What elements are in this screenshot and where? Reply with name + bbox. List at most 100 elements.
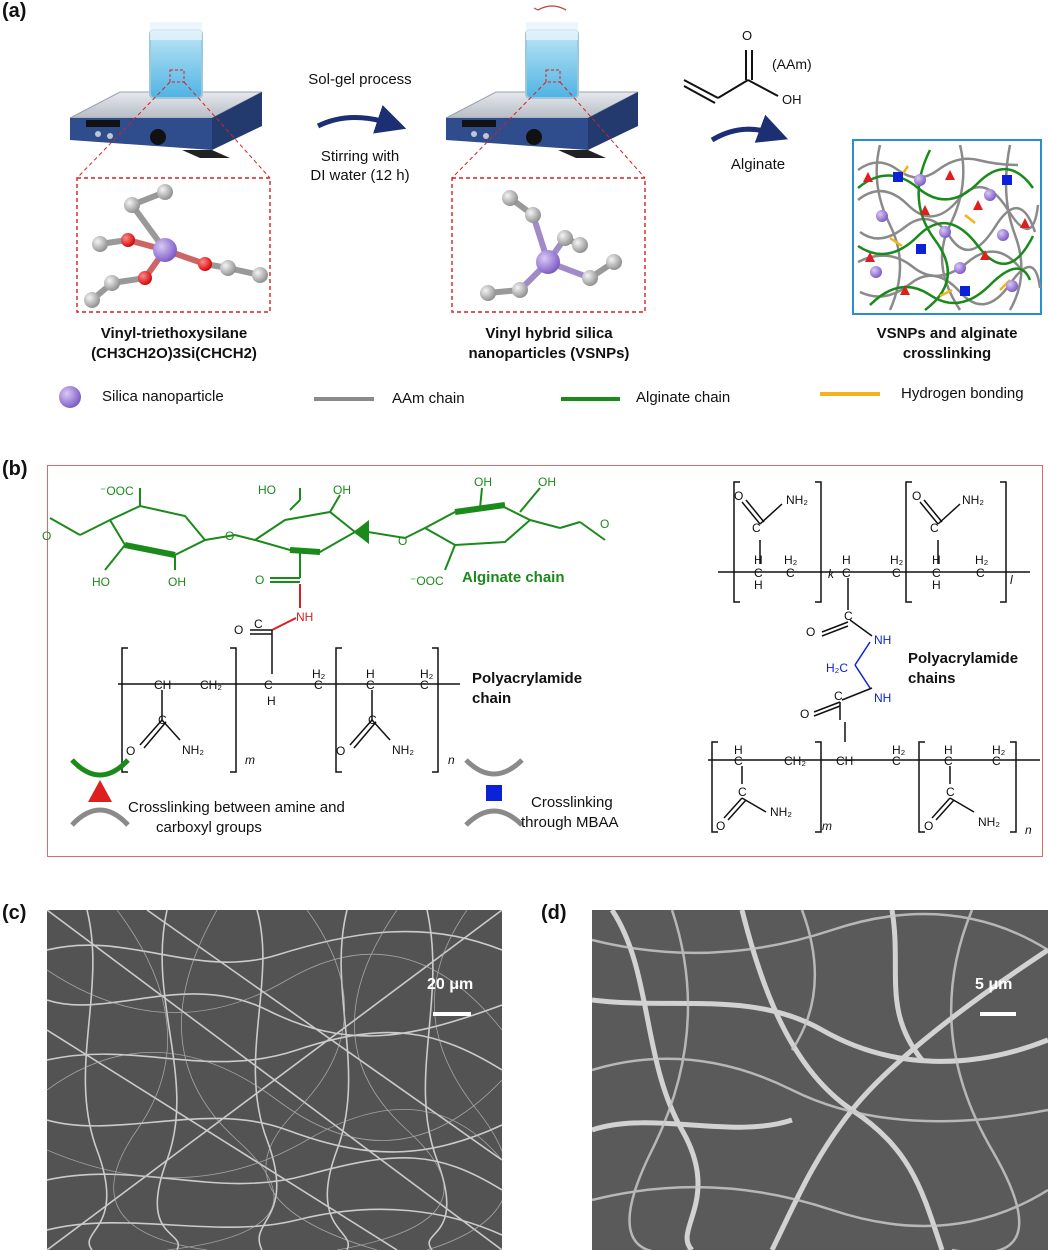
svg-text:O: O [336,744,345,758]
svg-text:C: C [844,609,853,623]
sem-image-d: 5 μm [592,910,1048,1250]
svg-text:H₂: H₂ [975,553,989,567]
pam-right-atoms: C O NH₂ C O NH₂ H C H H₂ C k H C H₂ C H … [716,489,1032,837]
arrow-alginate [710,114,789,143]
svg-text:H: H [944,743,953,757]
svg-text:l: l [1010,573,1013,587]
network-chains [857,144,1042,311]
svg-text:H: H [366,667,375,681]
process-bottom-label-1: Stirring with [320,148,400,165]
alginate-atoms: ⁻OOC HO OH OH OH HO OH O ⁻OOC O O O O [42,475,609,589]
sem-fibers-c [47,910,502,1250]
svg-text:OH: OH [168,575,186,589]
crosslink-mbaa-label-2: through MBAA [521,814,619,831]
svg-text:k: k [828,567,835,581]
panel-b-frame [47,465,1043,857]
vsnp-caption-1: Vinyl hybrid silica [485,325,613,342]
svg-text:C: C [420,678,429,692]
svg-text:C: C [368,713,377,727]
pam-chain-label-2: chain [472,690,512,707]
svg-text:OH: OH [474,475,492,489]
crosslink-amine-symbol [70,758,130,827]
panel-label-a: (a) [2,0,27,22]
svg-text:NH₂: NH₂ [978,815,1000,829]
svg-text:H₂: H₂ [892,743,906,757]
svg-text:H₂: H₂ [784,553,798,567]
svg-text:m: m [245,753,255,767]
pam-chains-label-1: Polyacrylamide [908,650,1019,667]
svg-text:O: O [255,573,264,587]
svg-text:O: O [734,489,743,503]
scale-label-d: 5 μm [975,976,1013,993]
panel-label-b: (b) [2,458,28,480]
svg-text:C: C [754,566,763,580]
svg-text:C: C [892,566,901,580]
aam-label: (AAm) [772,56,812,72]
alginate-chain-label: Alginate chain [462,569,565,586]
svg-text:CH₂: CH₂ [784,754,806,768]
svg-text:O: O [600,517,609,531]
svg-text:C: C [366,678,375,692]
svg-text:NH₂: NH₂ [182,743,204,757]
scale-label-c: 20 μm [427,976,474,993]
svg-text:O: O [800,707,809,721]
panel-label-c: (c) [2,902,27,924]
alginate-arrow-label: Alginate [730,156,786,173]
legend-alginate: Alginate chain [636,389,731,406]
crosslink-amine-label-1: Crosslinking between amine and [128,799,345,816]
alginate-rings [49,487,606,583]
svg-text:C: C [932,566,941,580]
svg-text:H₂: H₂ [890,553,904,567]
svg-text:H: H [842,553,851,567]
aam-o-label: O [742,28,753,43]
svg-text:O: O [42,529,51,543]
vts-caption-name: Vinyl-triethoxysilane [100,325,248,342]
svg-text:H₂C: H₂C [826,661,848,675]
sem-fibers-d [592,910,1048,1250]
svg-text:NH₂: NH₂ [392,743,414,757]
panel-b-structures: ⁻OOC HO OH OH OH HO OH O ⁻OOC O O O O NH… [42,475,1040,837]
svg-text:NH₂: NH₂ [770,805,792,819]
svg-text:H: H [754,553,763,567]
svg-text:C: C [944,754,953,768]
svg-text:C: C [992,754,1001,768]
svg-text:O: O [924,819,933,833]
svg-text:C: C [786,566,795,580]
svg-text:⁻OOC: ⁻OOC [410,574,444,588]
svg-text:NH₂: NH₂ [786,493,808,507]
svg-text:C: C [976,566,985,580]
svg-text:O: O [912,489,921,503]
vts-molecule [84,184,268,308]
svg-text:O: O [126,744,135,758]
svg-text:HO: HO [92,575,110,589]
svg-text:C: C [254,617,263,631]
svg-text:H: H [754,578,763,592]
pam-chains-label-2: chains [908,670,956,687]
scale-bar-c [433,1012,471,1016]
svg-text:m: m [822,819,832,833]
network-caption-1: VSNPs and alginate [876,325,1018,342]
vts-caption-formula: (CH3CH2O)3Si(CHCH2) [91,345,257,362]
svg-text:⁻OOC: ⁻OOC [100,484,134,498]
network-caption-2: crosslinking [902,345,992,362]
svg-text:n: n [448,753,455,767]
svg-text:C: C [946,785,955,799]
pam-left [118,629,460,773]
legend-aam: AAm chain [392,390,465,407]
svg-text:NH: NH [296,610,313,624]
svg-text:C: C [738,785,747,799]
svg-text:n: n [1025,823,1032,837]
svg-text:O: O [398,534,407,548]
panel-label-d: (d) [541,902,567,924]
hotplate-left [69,22,263,158]
vsnp-caption-2: nanoparticles (VSNPs) [468,345,630,362]
svg-text:C: C [834,689,843,703]
svg-text:H: H [267,694,276,708]
process-top-label: Sol-gel process [308,71,412,88]
sem-image-c: 20 μm [47,910,502,1250]
svg-text:H₂: H₂ [420,667,434,681]
panel-a-illustration [59,5,1042,408]
svg-text:CH₂: CH₂ [200,678,222,692]
svg-text:O: O [225,529,234,543]
svg-text:NH₂: NH₂ [962,493,984,507]
